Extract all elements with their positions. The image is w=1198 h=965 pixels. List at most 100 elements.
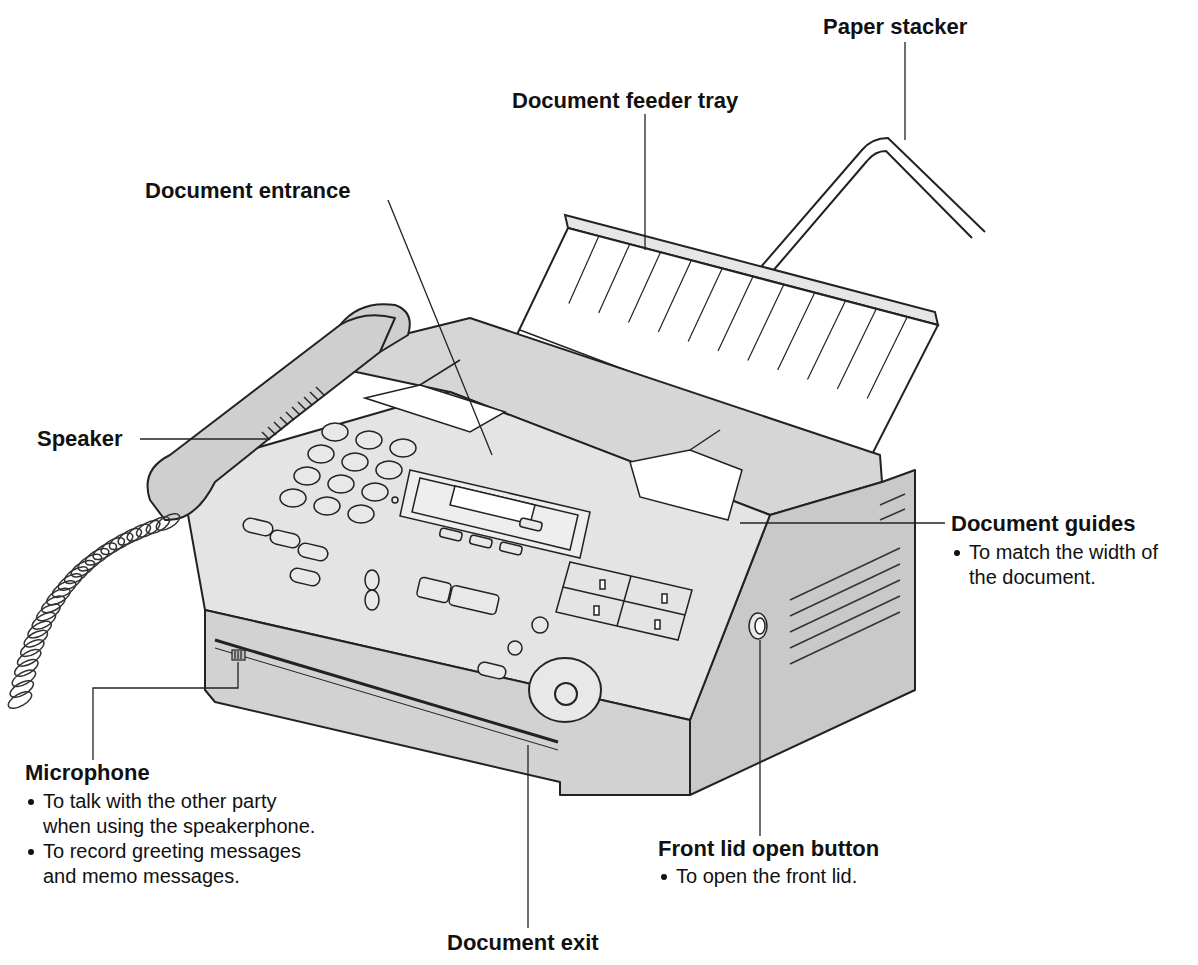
leader-line — [904, 42, 905, 140]
display-panel — [469, 535, 492, 549]
front-lid-button — [749, 613, 767, 639]
handset-cord — [18, 636, 47, 659]
one-touch-buttons — [556, 562, 692, 640]
part-note-block: To match the width of the document. — [951, 540, 1161, 590]
part-label: Document exit — [447, 930, 599, 956]
one-touch-buttons — [594, 606, 599, 615]
feeder-tray — [837, 309, 876, 389]
part-label: Microphone — [25, 760, 150, 786]
keypad-button — [362, 483, 388, 501]
vent-lines — [790, 596, 900, 648]
display-panel — [400, 470, 590, 558]
paper-stacker — [760, 138, 985, 272]
part-note-block: To open the front lid. — [658, 864, 958, 889]
speaker-grille — [310, 392, 318, 400]
document-exit-slot — [215, 640, 558, 742]
speaker-grille — [286, 412, 294, 420]
part-label-block: Document guides — [951, 511, 1136, 537]
document-exit-slot — [215, 648, 558, 750]
display-panel — [519, 518, 542, 532]
handset-cord — [107, 530, 136, 553]
front-lid-button — [749, 613, 767, 639]
part-label-block: Paper stacker — [823, 14, 967, 40]
keypad-button — [390, 439, 416, 457]
control-buttons — [532, 617, 548, 633]
function-buttons — [297, 542, 329, 562]
control-buttons — [477, 661, 507, 680]
leader-line — [759, 640, 760, 836]
part-label: Document feeder tray — [512, 88, 738, 114]
function-buttons — [289, 567, 321, 587]
vent-lines — [790, 548, 900, 600]
keypad-button — [322, 423, 348, 441]
leader-line — [140, 438, 270, 439]
keypad-button — [356, 431, 382, 449]
feeder-tray — [599, 244, 630, 313]
part-label-block: Document entrance — [145, 178, 350, 204]
feeder-tray — [688, 268, 722, 341]
speaker-grille — [268, 427, 276, 435]
bullet-dot — [954, 550, 960, 556]
vent-lines — [790, 612, 900, 664]
function-buttons — [242, 517, 329, 587]
control-buttons — [448, 585, 499, 615]
one-touch-buttons — [662, 594, 667, 603]
speaker-grille — [280, 417, 288, 425]
display-panel — [392, 497, 398, 503]
handset-cord — [6, 688, 35, 711]
display-panel — [392, 470, 590, 558]
handset-cord — [116, 525, 145, 548]
part-label: Document guides — [951, 511, 1136, 537]
speaker-grille — [316, 387, 324, 395]
keypad-button — [294, 467, 320, 485]
keypad-button — [328, 475, 354, 493]
paper-stacker — [772, 151, 972, 272]
feeder-tray — [658, 260, 691, 332]
microphone — [240, 651, 241, 659]
document-guides — [420, 360, 460, 385]
handset-cord — [25, 618, 54, 641]
part-note: To match the width of the document. — [969, 540, 1161, 590]
part-label: Document entrance — [145, 178, 350, 204]
feeder-tray — [748, 285, 784, 361]
feeder-tray — [808, 301, 846, 380]
feeder-tray — [867, 317, 907, 399]
document-guides — [630, 450, 742, 520]
part-note: To record greeting messages and memo mes… — [43, 839, 325, 889]
leader-line — [740, 522, 945, 523]
front-lid-button — [755, 618, 765, 634]
keypad-button — [280, 489, 306, 507]
bullet-dot — [661, 874, 667, 880]
speaker-grille — [304, 397, 312, 405]
control-buttons — [416, 577, 452, 604]
one-touch-buttons — [556, 562, 692, 640]
part-label-block: Document feeder tray — [512, 88, 738, 114]
document-exit-slot — [215, 640, 558, 750]
handset-cord — [22, 627, 51, 650]
part-label-block: Speaker — [37, 426, 123, 452]
keypad-button — [280, 423, 416, 523]
vent-lines — [790, 564, 900, 616]
keypad-button — [308, 445, 334, 463]
keypad-button — [348, 505, 374, 523]
part-note: To talk with the other party when using … — [43, 789, 325, 839]
function-buttons — [242, 517, 274, 537]
vent-lines — [880, 494, 905, 505]
control-buttons — [508, 641, 522, 655]
feeder-tray — [569, 236, 599, 303]
document-guides — [690, 430, 720, 450]
vent-lines — [790, 580, 900, 632]
part-label: Front lid open button — [658, 836, 879, 862]
handset-cord — [154, 510, 183, 533]
keypad-button — [342, 453, 368, 471]
handset-cord — [69, 557, 98, 580]
speaker-grille — [274, 422, 282, 430]
paper-stacker — [760, 138, 985, 268]
part-label: Paper stacker — [823, 14, 967, 40]
one-touch-buttons — [655, 620, 660, 629]
part-label: Speaker — [37, 426, 123, 452]
speaker-grille — [292, 407, 300, 415]
display-panel — [412, 478, 578, 550]
